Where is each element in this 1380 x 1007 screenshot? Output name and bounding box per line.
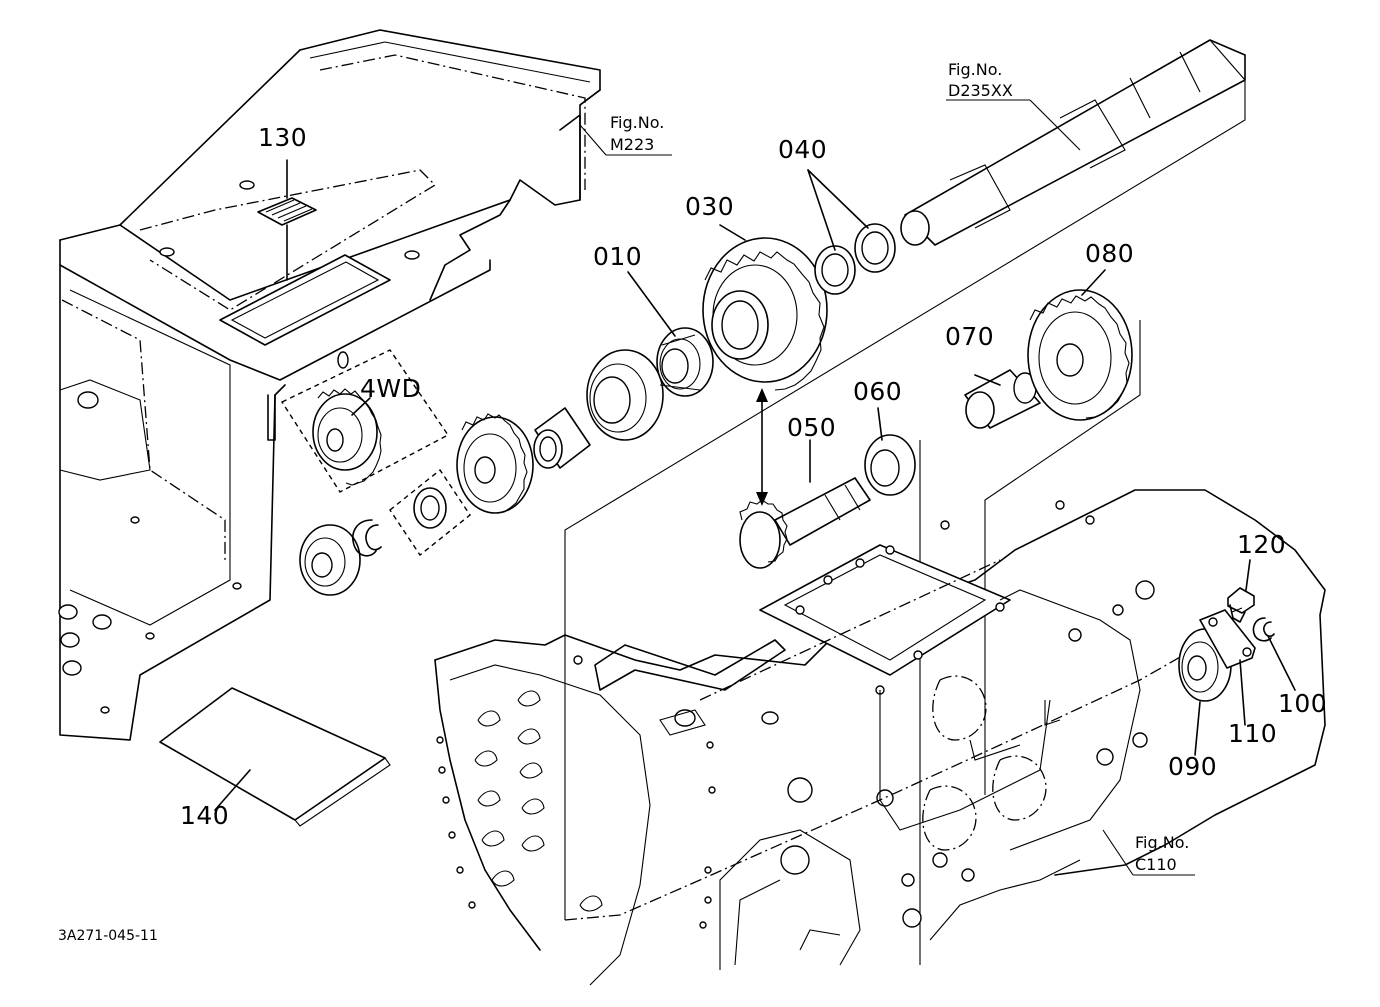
needle-bearing-small <box>533 407 591 469</box>
label-090: 090 <box>1168 752 1217 781</box>
part-140-gasket-sheet <box>159 687 391 827</box>
fig-ref-c110-prefix: Fig.No. <box>1135 833 1189 852</box>
fig-ref-c110-code: C110 <box>1135 855 1177 874</box>
spur-gear-mid <box>456 413 534 514</box>
label-030: 030 <box>685 192 734 221</box>
part-130-label-plate <box>257 197 317 281</box>
part-070-sleeve <box>964 369 1041 429</box>
4wd-gear-group <box>280 349 471 557</box>
label-080: 080 <box>1085 239 1134 268</box>
4wd-gear <box>312 388 382 486</box>
drawing-code: 3A271-045-11 <box>58 928 158 944</box>
label-120: 120 <box>1237 530 1286 559</box>
upper-housing <box>58 29 601 741</box>
label-060: 060 <box>853 377 902 406</box>
label-110: 110 <box>1228 719 1277 748</box>
part-number-labels: 130 010 030 040 080 070 060 050 4WD 120 … <box>180 123 1327 830</box>
part-040-needle-bearings <box>814 223 896 295</box>
label-040: 040 <box>778 135 827 164</box>
gearbox-case <box>434 489 1326 986</box>
part-010-needle-bearing <box>656 327 714 397</box>
label-100: 100 <box>1278 689 1327 718</box>
label-140: 140 <box>180 801 229 830</box>
label-130: 130 <box>258 123 307 152</box>
part-030-large-gear <box>702 237 828 391</box>
label-050: 050 <box>787 413 836 442</box>
label-010: 010 <box>593 242 642 271</box>
part-050-pinion-shaft <box>739 477 871 569</box>
part-110-plate <box>1199 609 1256 669</box>
fig-ref-d235xx-code: D235XX <box>948 81 1013 100</box>
part-120-bolt <box>1227 587 1255 623</box>
part-080-gear <box>1027 289 1133 421</box>
flange-bolt-holes <box>436 655 716 929</box>
assembly-arrow <box>756 388 768 506</box>
bell-cutouts <box>474 690 603 912</box>
seal-ring-large <box>586 349 664 441</box>
part-060-bearing <box>864 434 916 496</box>
fig-ref-d235xx-prefix: Fig.No. <box>948 60 1002 79</box>
main-shaft <box>900 39 1246 246</box>
label-4wd: 4WD <box>360 374 421 403</box>
figure-references: Fig.No. M223 Fig.No. D235XX Fig.No. C110 <box>610 60 1189 874</box>
part-100-circlip <box>1252 617 1275 642</box>
bearing-left <box>299 519 382 596</box>
label-070: 070 <box>945 322 994 351</box>
leader-lines <box>214 99 1296 876</box>
fig-ref-m223-prefix: Fig.No. <box>610 113 664 132</box>
fig-ref-m223-code: M223 <box>610 135 654 154</box>
